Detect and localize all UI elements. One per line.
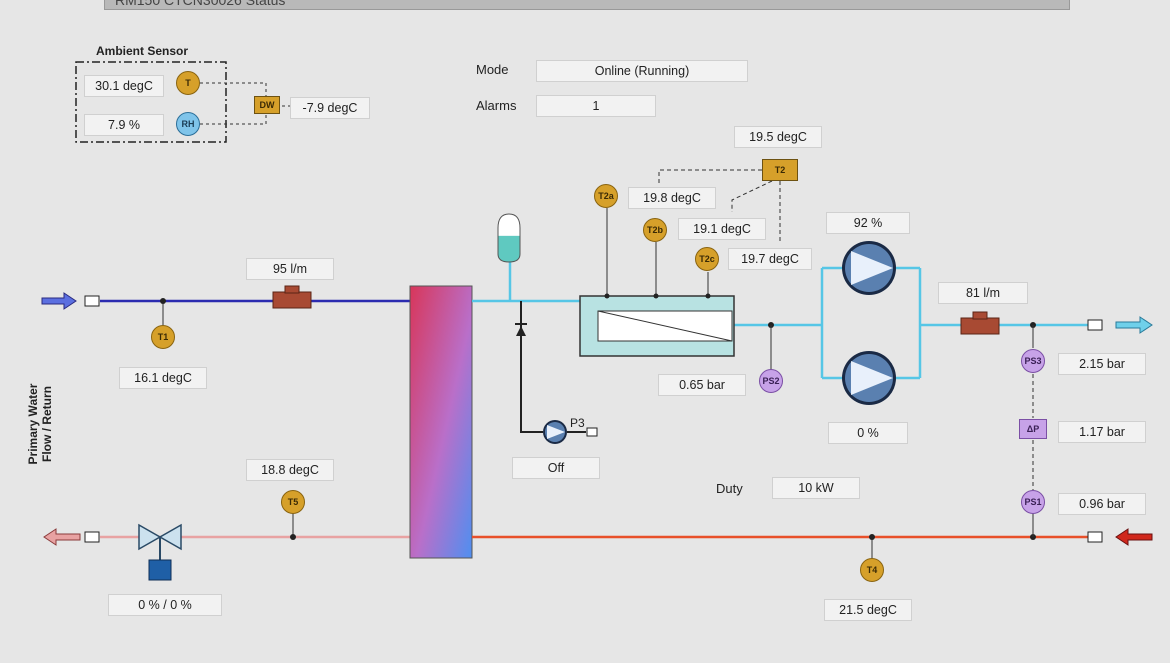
t1-sensor-icon: T1 (151, 325, 175, 349)
arrow-secondary-out (1115, 316, 1153, 334)
alarms-value[interactable]: 1 (536, 95, 656, 117)
mode-value: Online (Running) (536, 60, 748, 82)
alarms-label: Alarms (476, 98, 517, 113)
t4-sensor-icon: T4 (860, 558, 884, 582)
ps2-value: 0.65 bar (658, 374, 746, 396)
t2a-sensor-icon: T2a (594, 184, 618, 208)
p3-label: P3 (570, 416, 585, 430)
t5-sensor-icon: T5 (281, 490, 305, 514)
arrow-primary-out (43, 528, 81, 546)
t5-value: 18.8 degC (246, 459, 334, 481)
ps3-sensor-icon: PS3 (1021, 349, 1045, 373)
heat-exchanger (409, 285, 473, 559)
duty-label: Duty (716, 481, 743, 496)
flow-meter-secondary (960, 311, 1000, 335)
t2a-value: 19.8 degC (628, 187, 716, 209)
arrow-secondary-in (1115, 528, 1153, 546)
t2c-value: 19.7 degC (728, 248, 812, 270)
control-valve (138, 523, 182, 581)
t2c-sensor-icon: T2c (695, 247, 719, 271)
dp-value: 1.17 bar (1058, 421, 1146, 443)
ambient-sensor-frame (75, 61, 227, 143)
ambient-temp-value: 30.1 degC (84, 75, 164, 97)
dewpoint-icon: DW (254, 96, 280, 114)
mode-label: Mode (476, 62, 509, 77)
ambient-temp-sensor-icon: T (176, 71, 200, 95)
expansion-tank (497, 213, 521, 263)
ps3-value: 2.15 bar (1058, 353, 1146, 375)
dewpoint-value: -7.9 degC (290, 97, 370, 119)
pump-p3 (543, 420, 567, 444)
pump-top-speed: 92 % (826, 212, 910, 234)
ps1-value: 0.96 bar (1058, 493, 1146, 515)
pump-bottom (842, 351, 896, 405)
side-label-line1: Primary Water (26, 383, 40, 465)
t2-value: 19.5 degC (734, 126, 822, 148)
primary-flow-value: 95 l/m (246, 258, 334, 280)
pump-bottom-speed: 0 % (828, 422, 908, 444)
primary-water-side-label: Primary Water Flow / Return (26, 364, 54, 484)
p3-state-value: Off (512, 457, 600, 479)
ps1-sensor-icon: PS1 (1021, 490, 1045, 514)
dp-sensor-icon: ΔP (1019, 419, 1047, 439)
duty-value: 10 kW (772, 477, 860, 499)
window-title: RM150 CTCN30026 Status (115, 0, 286, 8)
t2b-value: 19.1 degC (678, 218, 766, 240)
t2b-sensor-icon: T2b (643, 218, 667, 242)
flow-meter-primary (272, 285, 312, 309)
arrow-primary-in (41, 292, 77, 310)
t1-value: 16.1 degC (119, 367, 207, 389)
pump-top (842, 241, 896, 295)
t2-sensor-icon: T2 (762, 159, 798, 181)
ambient-sensor-title: Ambient Sensor (96, 44, 189, 58)
valve-position-value: 0 % / 0 % (108, 594, 222, 616)
t4-value: 21.5 degC (824, 599, 912, 621)
ambient-rh-sensor-icon: RH (176, 112, 200, 136)
ambient-rh-value: 7.9 % (84, 114, 164, 136)
side-label-line2: Flow / Return (40, 386, 54, 462)
secondary-flow-value: 81 l/m (938, 282, 1028, 304)
window-title-bar: RM150 CTCN30026 Status (104, 0, 1070, 10)
ps2-sensor-icon: PS2 (759, 369, 783, 393)
